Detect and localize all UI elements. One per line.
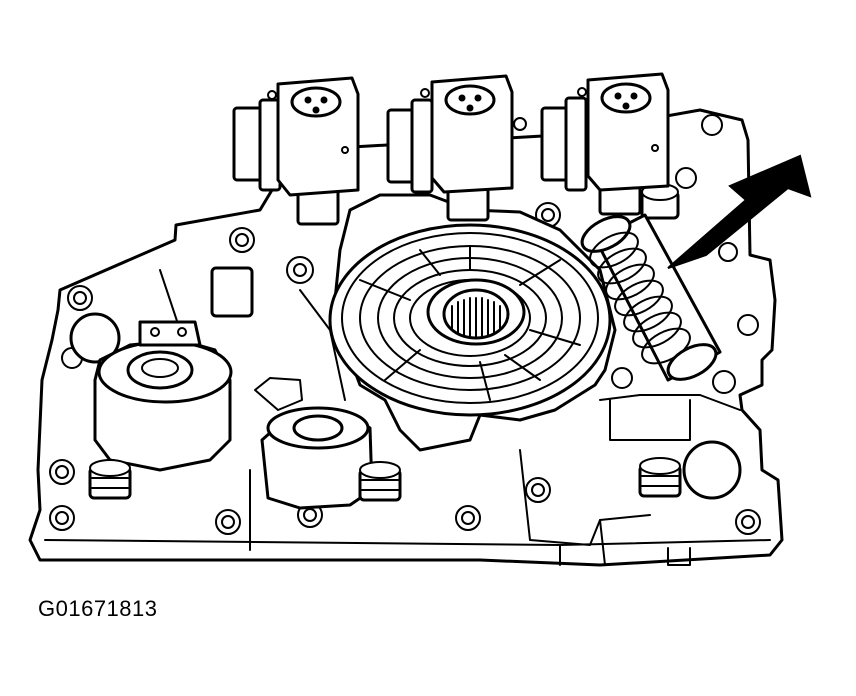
plug-bosses: [69, 266, 742, 500]
solenoid-center: [386, 74, 527, 194]
figure-code: G01671813: [38, 596, 158, 621]
pointer-arrow: [667, 154, 812, 269]
left-boss: [93, 320, 233, 472]
solenoid-left: [232, 76, 360, 197]
center-hub: [328, 193, 617, 452]
solenoid-right: [540, 72, 670, 192]
spring: [580, 213, 722, 382]
hex-fittings: [88, 182, 682, 502]
